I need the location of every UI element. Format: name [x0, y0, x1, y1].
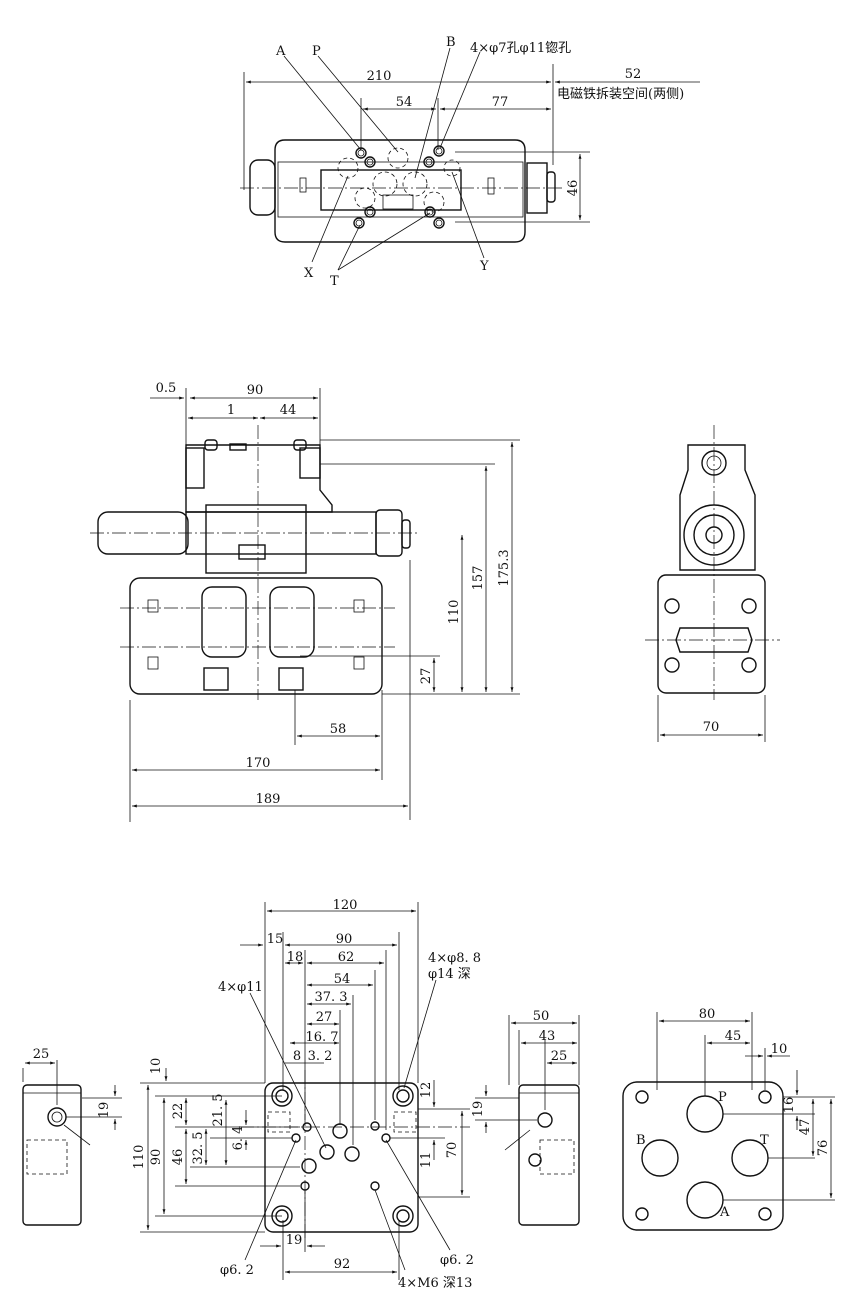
port-label-b: B — [446, 35, 456, 50]
dim-77: 77 — [492, 95, 509, 110]
dim-15: 15 — [267, 932, 284, 947]
dim-1: 1 — [227, 403, 235, 418]
dim-54: 54 — [396, 95, 413, 110]
dim-27: 27 — [316, 1010, 333, 1025]
dim-175-3: 175.3 — [497, 549, 512, 586]
tank-symbol-top — [238, 544, 266, 560]
dim-43: 43 — [539, 1029, 556, 1044]
dim-46: 46 — [171, 1149, 186, 1166]
base-right-view: 50 43 25 19 — [471, 1009, 580, 1226]
dim-11: 11 — [419, 1152, 434, 1169]
valve-inner-body — [277, 161, 524, 218]
dim-18: 18 — [287, 950, 304, 965]
dim-47: 47 — [798, 1119, 813, 1136]
dim-110: 110 — [447, 600, 462, 625]
spool-block — [320, 169, 462, 211]
dim-157: 157 — [471, 566, 486, 591]
port-label-t: T — [760, 1133, 769, 1148]
dim-54: 54 — [334, 972, 351, 987]
front-view: 0.5 90 1 44 175.3 157 110 27 58 170 189 — [90, 381, 520, 822]
dim-52: 52 — [625, 67, 642, 82]
dim-90: 90 — [336, 932, 353, 947]
dim-58: 58 — [330, 722, 347, 737]
top-view: 210 52 电磁铁拆装空间(两侧) 54 77 46 A P B 4×φ7孔φ… — [240, 35, 700, 289]
dim-12: 12 — [419, 1082, 434, 1099]
dim-0-5: 0.5 — [156, 381, 177, 396]
port-label-y: Y — [479, 259, 489, 274]
port-plate-view: 80 45 10 16 47 76 P B T A — [622, 1007, 835, 1231]
dim-170: 170 — [246, 756, 271, 771]
mounting-holes — [271, 1085, 414, 1227]
note-4x-phi8-8: 4×φ8. 8 — [428, 951, 481, 966]
mounting-holes — [353, 145, 445, 229]
dim-90-v: 90 — [149, 1149, 164, 1166]
note-pin-left: φ6. 2 — [220, 1263, 254, 1278]
dim-8: 8 — [293, 1049, 301, 1064]
tank-symbol-right — [278, 667, 304, 691]
port-label-p: P — [718, 1090, 727, 1105]
port-label-a: A — [275, 44, 286, 59]
port-label-p: P — [312, 44, 321, 59]
ports — [337, 147, 461, 213]
dim-45: 45 — [725, 1029, 742, 1044]
ports — [291, 1121, 391, 1191]
pilot-cap-right — [299, 447, 321, 479]
dim-27: 27 — [419, 668, 434, 685]
solenoid-space-note: 电磁铁拆装空间(两侧) — [557, 87, 684, 102]
dim-189: 189 — [256, 792, 281, 807]
dim-21-5: 21. 5 — [211, 1093, 226, 1126]
main-valve-body — [129, 577, 383, 695]
note-pin-right: φ6. 2 — [440, 1253, 474, 1268]
indicator-left — [299, 177, 307, 193]
dim-37-3: 37. 3 — [314, 990, 347, 1005]
dim-50: 50 — [533, 1009, 550, 1024]
port-label-b: B — [636, 1133, 646, 1148]
name-plate — [382, 194, 414, 210]
dim-10: 10 — [771, 1042, 788, 1057]
solenoid-right-cap — [546, 171, 556, 203]
pilot-valve-block — [205, 504, 307, 574]
dim-10: 10 — [149, 1058, 164, 1075]
dim-76: 76 — [816, 1140, 831, 1157]
solenoid-left — [249, 159, 276, 216]
dim-19: 19 — [471, 1101, 486, 1118]
hole-note: 4×φ7孔φ11锪孔 — [470, 40, 571, 56]
side-view: 70 — [645, 425, 780, 742]
dim-210: 210 — [367, 69, 392, 84]
port-label-x: X — [304, 266, 314, 281]
dim-6-4: 6. 4 — [231, 1126, 246, 1151]
dim-62: 62 — [338, 950, 355, 965]
dim-25: 25 — [33, 1047, 50, 1062]
dim-3-2: 3. 2 — [308, 1049, 333, 1064]
dim-16-7: 16. 7 — [305, 1030, 338, 1045]
dim-110: 110 — [132, 1145, 147, 1170]
note-thread: 4×M6 深13 — [398, 1276, 472, 1291]
dim-70: 70 — [445, 1142, 460, 1159]
indicator-right — [487, 177, 495, 195]
note-4x-phi11: 4×φ11 — [218, 980, 263, 995]
solenoid-body — [185, 511, 377, 555]
dim-90: 90 — [247, 383, 264, 398]
dim-22: 22 — [171, 1103, 186, 1120]
dim-16: 16 — [782, 1097, 797, 1114]
dim-120: 120 — [333, 898, 358, 913]
dim-80: 80 — [699, 1007, 716, 1022]
dim-25: 25 — [551, 1049, 568, 1064]
dim-44: 44 — [280, 403, 297, 418]
dim-70: 70 — [703, 720, 720, 735]
port-label-t: T — [330, 274, 339, 289]
dim-32-5: 32. 5 — [191, 1131, 206, 1164]
base-left-view: 25 19 — [22, 1047, 122, 1226]
tank-symbol-left — [203, 667, 229, 691]
dim-92: 92 — [334, 1257, 351, 1272]
pilot-cap-left — [185, 447, 205, 489]
note-phi14-depth: φ14 深 — [428, 967, 471, 982]
dim-46: 46 — [566, 180, 581, 197]
dim-19: 19 — [286, 1233, 303, 1248]
base-plan-view: 120 15 90 18 62 54 37. 3 27 16. 7 8 3. 2… — [132, 898, 481, 1291]
dim-19: 19 — [97, 1102, 112, 1119]
port-label-a: A — [719, 1205, 730, 1220]
valve-body-outline — [274, 139, 526, 243]
